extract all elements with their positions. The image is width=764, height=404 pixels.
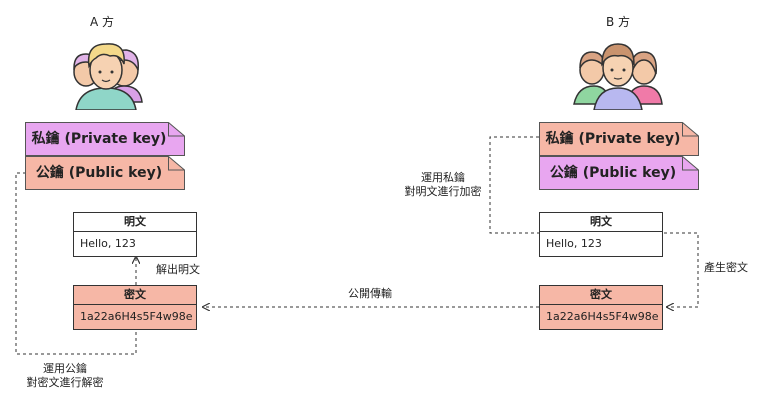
b-encrypt-note: 運用私鑰 對明文進行加密 <box>398 171 488 199</box>
a-public-key-doc: 公鑰 (Public key) <box>25 156 185 190</box>
b-public-key-doc: 公鑰 (Public key) <box>539 156 699 190</box>
b-private-key-doc: 私鑰 (Private key) <box>539 122 699 156</box>
a-apply-key-line1: 運用公鑰 <box>43 362 87 375</box>
b-ciphertext-value: 1a22a6H4s5F4w98e <box>546 310 659 323</box>
b-produce-label: 產生密文 <box>704 261 748 274</box>
a-private-key-doc: 私鑰 (Private key) <box>25 122 185 156</box>
a-ciphertext-header: 密文 <box>74 286 196 305</box>
single-person-icon <box>73 43 143 110</box>
transfer-label: 公開傳輸 <box>348 287 392 300</box>
b-produce-cipher-path <box>664 232 699 307</box>
a-plaintext-box: 明文 Hello, 123 <box>73 212 197 257</box>
a-apply-key-line2: 對密文進行解密 <box>26 376 104 389</box>
a-plaintext-header: 明文 <box>74 213 196 232</box>
party-b-label: B 方 <box>605 15 631 29</box>
a-ciphertext-value: 1a22a6H4s5F4w98e <box>80 310 193 323</box>
a-plaintext-value: Hello, 123 <box>80 237 136 250</box>
b-encrypt-line2: 對明文進行加密 <box>404 185 482 198</box>
group-people-icon <box>573 43 663 110</box>
b-ciphertext-box: 密文 1a22a6H4s5F4w98e <box>539 285 663 330</box>
a-ciphertext-box: 密文 1a22a6H4s5F4w98e <box>73 285 197 330</box>
b-public-key-label: 公鑰 (Public key) <box>549 165 677 181</box>
b-plaintext-header: 明文 <box>540 213 662 232</box>
a-decrypt-label: 解出明文 <box>156 263 200 276</box>
a-public-key-label: 公鑰 (Public key) <box>35 165 163 181</box>
a-apply-key-note: 運用公鑰 對密文進行解密 <box>10 362 120 390</box>
b-private-key-path <box>489 136 539 234</box>
a-public-key-path <box>15 172 137 355</box>
b-ciphertext-header: 密文 <box>540 286 662 305</box>
b-private-key-label: 私鑰 (Private key) <box>545 131 681 147</box>
b-plaintext-box: 明文 Hello, 123 <box>539 212 663 257</box>
b-plaintext-value: Hello, 123 <box>546 237 602 250</box>
b-encrypt-line1: 運用私鑰 <box>421 171 465 184</box>
a-private-key-label: 私鑰 (Private key) <box>31 131 167 147</box>
party-a-label: A 方 <box>89 15 115 29</box>
